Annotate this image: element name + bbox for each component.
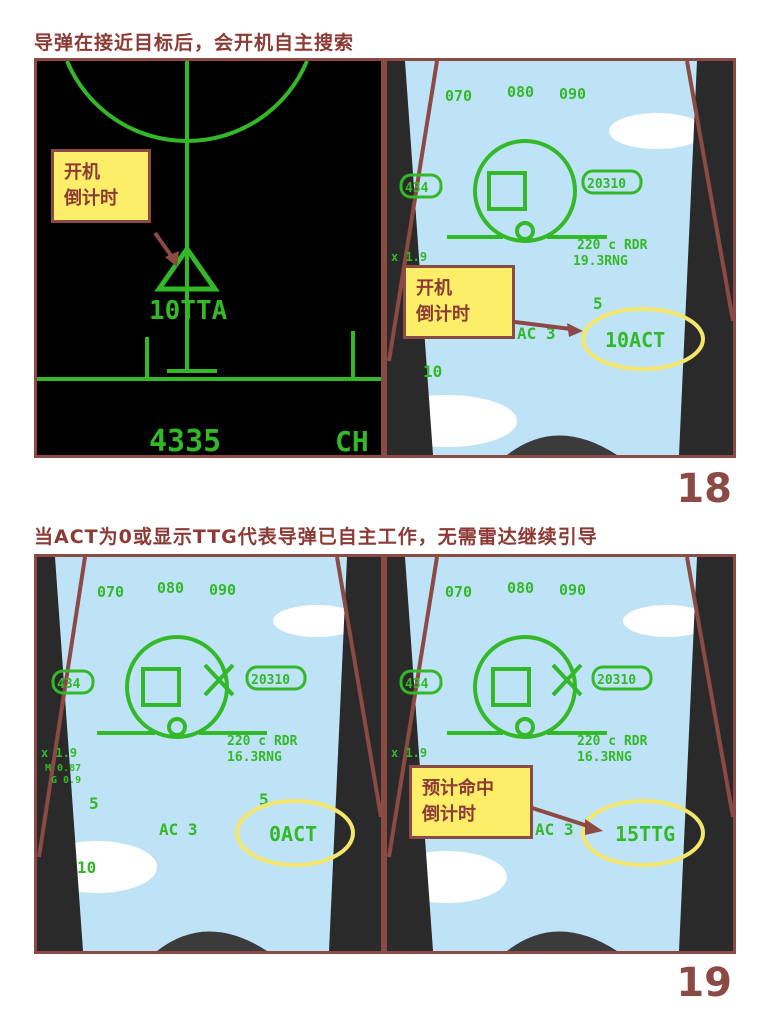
callout-line-2: 倒计时	[416, 304, 470, 325]
hud-right-box: 20310	[587, 177, 626, 192]
tta-readout: 10TTA	[149, 296, 228, 326]
hud-view-graphic: 070 080 090 434 20310 220 c RDR 19.3RNG …	[387, 61, 733, 455]
hud-g-load: x 1.9	[391, 746, 427, 760]
hud-rdr: 220 c RDR	[577, 238, 648, 253]
heading-090: 090	[559, 85, 586, 103]
bottom-left-readout: 4335	[149, 424, 221, 455]
hud-right-box: 20310	[251, 673, 290, 688]
heading-090: 090	[559, 581, 586, 599]
page-number-19: 19	[676, 960, 732, 1006]
callout-activation-countdown-2: 开机 倒计时	[403, 265, 515, 339]
heading-070: 070	[445, 583, 472, 601]
hud-g-load: x 1.9	[41, 746, 77, 760]
callout-line-1: 开机	[64, 162, 100, 183]
radar-screen-graphic: 10TTA 4335 CH	[37, 61, 381, 455]
panel-radar-screen: 10TTA 4335 CH 开机 倒计时	[34, 58, 384, 458]
ttg-readout: 15TTG	[615, 822, 675, 846]
heading-070: 070	[445, 87, 472, 105]
ch-readout: CH	[335, 425, 369, 455]
callout-line-2: 倒计时	[64, 188, 118, 209]
page-number-18: 18	[676, 466, 732, 512]
hud-ac-label: AC 3	[517, 324, 556, 343]
act-readout: 0ACT	[269, 822, 317, 846]
hud-rdr: 220 c RDR	[227, 734, 298, 749]
panel-hud-act0: 070 080 090 434 20310 220 c RDR 16.3RNG …	[34, 554, 384, 954]
hud-scale-5: 5	[593, 294, 603, 313]
hud-left-box: 434	[405, 181, 429, 196]
callout-impact-countdown: 预计命中 倒计时	[409, 765, 533, 839]
hud-ac-label: AC 3	[159, 820, 198, 839]
hud-ac-label: AC 3	[535, 820, 574, 839]
hud-view-graphic: 070 080 090 434 20310 220 c RDR 16.3RNG …	[387, 557, 733, 951]
hud-scale-5-left: 5	[89, 794, 99, 813]
heading-080: 080	[507, 83, 534, 101]
callout-activation-countdown: 开机 倒计时	[51, 149, 151, 223]
caption-bottom: 当ACT为0或显示TTG代表导弹已自主工作，无需雷达继续引导	[34, 526, 598, 548]
heading-080: 080	[157, 579, 184, 597]
hud-rdr: 220 c RDR	[577, 734, 648, 749]
hud-scale-5: 5	[259, 790, 269, 809]
hud-rng: 19.3RNG	[573, 254, 628, 269]
hud-rng: 16.3RNG	[227, 750, 282, 765]
callout-line-1: 开机	[416, 278, 452, 299]
hud-view-graphic: 070 080 090 434 20310 220 c RDR 16.3RNG …	[37, 557, 381, 951]
callout-line-2: 倒计时	[422, 804, 476, 825]
act-readout: 10ACT	[605, 328, 665, 352]
panel-hud-act10: 070 080 090 434 20310 220 c RDR 19.3RNG …	[384, 58, 736, 458]
panel-hud-ttg: 070 080 090 434 20310 220 c RDR 16.3RNG …	[384, 554, 736, 954]
hud-scale-10: 10	[77, 858, 96, 877]
heading-090: 090	[209, 581, 236, 599]
hud-rng: 16.3RNG	[577, 750, 632, 765]
hud-right-box: 20310	[597, 673, 636, 688]
callout-line-1: 预计命中	[422, 778, 494, 799]
hud-scale-10: 10	[423, 362, 442, 381]
hud-mach: M 0.87	[45, 763, 81, 774]
caption-top: 导弹在接近目标后，会开机自主搜索	[34, 32, 355, 54]
heading-080: 080	[507, 579, 534, 597]
hud-left-box: 434	[405, 677, 429, 692]
missile-symbol	[154, 244, 220, 292]
heading-070: 070	[97, 583, 124, 601]
hud-g-other: G 0.9	[51, 775, 81, 786]
hud-g-load: x 1.9	[391, 250, 427, 264]
hud-left-box: 434	[57, 677, 81, 692]
